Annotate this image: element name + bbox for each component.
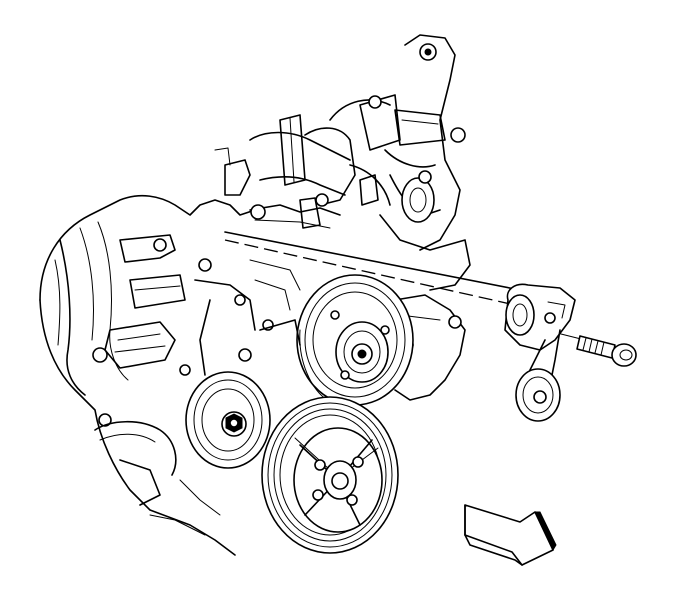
- idler-pulley-left: [185, 371, 271, 469]
- fasteners: [179, 258, 301, 376]
- accessory-bracket: [379, 34, 471, 401]
- engine-block: [39, 194, 256, 556]
- tensioner-bolt: [576, 335, 637, 367]
- belt-tensioner-assembly: [504, 283, 576, 422]
- crankshaft-pulley: [261, 396, 399, 554]
- water-pump-pulley: [296, 274, 414, 406]
- upper-hoses-and-bracket: [214, 94, 401, 229]
- front-of-vehicle-arrow-icon: [464, 504, 557, 566]
